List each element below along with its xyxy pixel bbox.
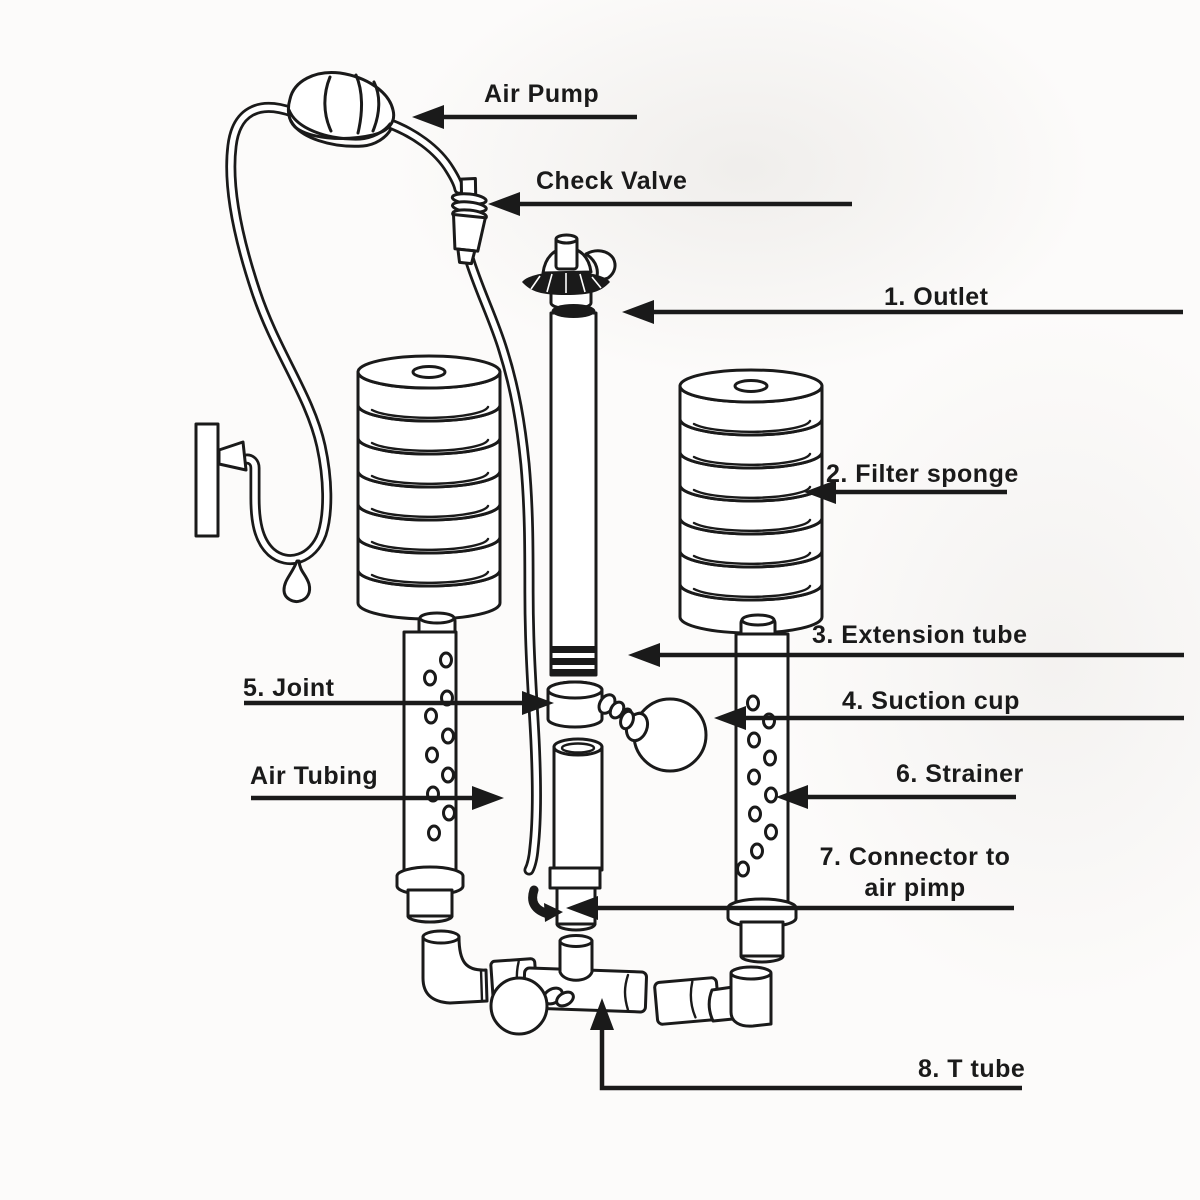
wall-bracket-drawing (194, 422, 248, 538)
t-tube-drawing (421, 929, 773, 1036)
label-t-tube: 8. T tube (918, 1055, 1026, 1083)
arrow-air-tubing-icon (251, 786, 504, 810)
air-tubing-drawing (225, 102, 542, 876)
label-outlet: 1. Outlet (884, 283, 989, 311)
label-strainer: 6. Strainer (896, 760, 1024, 788)
arrow-outlet-icon (622, 300, 1183, 324)
connector-drawing (548, 866, 602, 890)
label-air-pump: Air Pump (484, 80, 600, 108)
extension-tube-drawing (549, 311, 598, 677)
arrow-suction-cup-icon (714, 706, 1184, 730)
label-extension-tube: 3. Extension tube (812, 621, 1028, 649)
filter-sponge-right-drawing (678, 368, 824, 635)
label-connector-line1: 7. Connector to (819, 843, 1011, 871)
arrow-connector-icon (566, 896, 1014, 920)
arrow-t-tube-icon (590, 998, 1022, 1091)
label-arrows (244, 105, 1184, 1091)
arrow-strainer-icon (776, 785, 1016, 809)
label-check-valve: Check Valve (536, 167, 688, 195)
outlet-drawing (522, 233, 617, 677)
strainer-left-drawing (395, 611, 465, 924)
middle-tube-drawing (528, 737, 604, 932)
strainer-right-drawing (726, 613, 798, 964)
label-air-tubing: Air Tubing (250, 762, 379, 790)
label-connector: 7. Connector to air pimp (810, 842, 1020, 904)
suction-cup-drawing (619, 697, 708, 773)
arrow-extension-tube-icon (628, 643, 1184, 667)
arrow-check-valve-icon (488, 192, 852, 216)
arrow-air-pump-icon (412, 105, 637, 129)
label-connector-line2: air pimp (864, 874, 966, 902)
arrow-joint-icon (244, 691, 554, 715)
air-pump-drawing (286, 71, 396, 148)
label-joint: 5. Joint (243, 674, 335, 702)
label-suction-cup: 4. Suction cup (842, 687, 1020, 715)
check-valve-drawing (450, 177, 488, 266)
arrow-filter-sponge-icon (804, 480, 1007, 504)
filter-sponge-left-drawing (356, 354, 502, 621)
label-filter-sponge: 2. Filter sponge (826, 460, 1019, 488)
joint-drawing (546, 680, 633, 729)
